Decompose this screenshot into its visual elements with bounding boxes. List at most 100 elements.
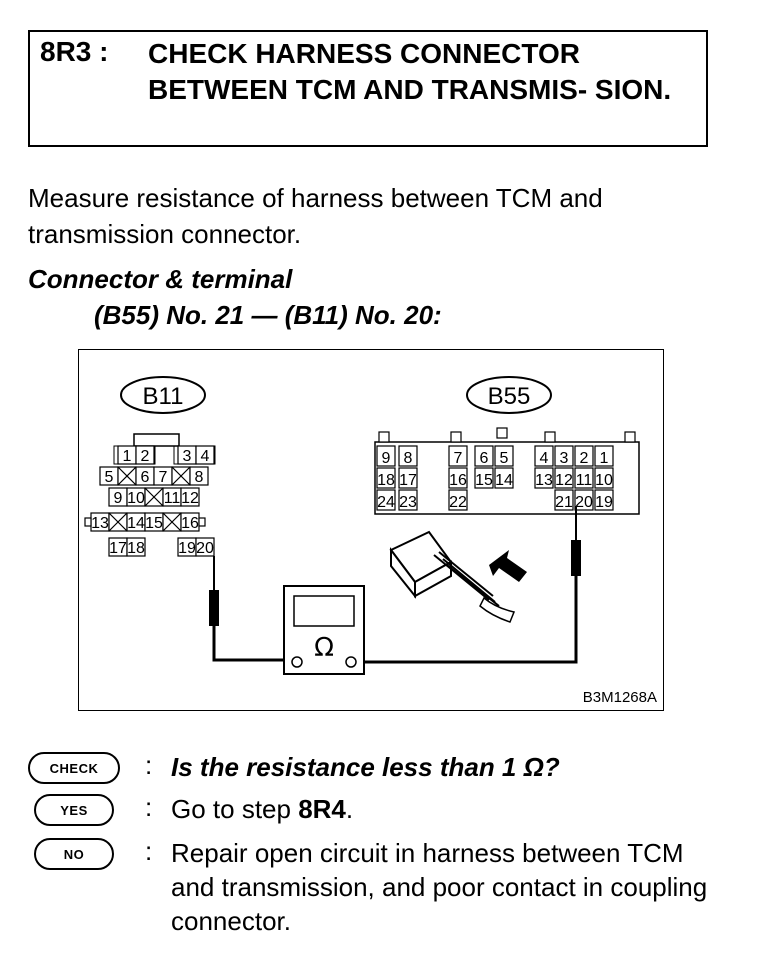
pin-label: 8 [195, 469, 204, 486]
no-badge: NO [34, 838, 114, 870]
b55-pin [376, 467, 396, 489]
b55-pin [376, 445, 396, 467]
pin-label: 7 [454, 450, 463, 467]
pin-label: 11 [164, 490, 181, 507]
b55-pin [474, 445, 494, 467]
b55-tab [450, 431, 462, 443]
pin-label: 11 [576, 472, 593, 489]
pin-label: 18 [377, 472, 395, 489]
pin-label: 19 [595, 494, 613, 511]
b55-pin [448, 489, 468, 511]
b11-pin [126, 537, 146, 557]
yes-text-prefix: Go to step [171, 794, 299, 824]
step-title: CHECK HARNESS CONNECTOR BETWEEN TCM AND … [148, 38, 672, 105]
pin-label: 1 [123, 448, 132, 465]
b55-pin [574, 445, 594, 467]
connector-terminal: (B55) No. 21 — (B11) No. 20: [94, 300, 442, 330]
intro-text: Measure resistance of harness between TC… [28, 183, 603, 249]
b11-pin [195, 537, 215, 557]
pin-label: 24 [377, 494, 395, 511]
b55-pin [534, 467, 554, 489]
yes-colon: : [145, 792, 153, 822]
yes-step-link[interactable]: 8R4 [298, 794, 346, 824]
pin-label: 20 [196, 540, 214, 557]
pin-label: 15 [145, 515, 163, 532]
pin-label: 20 [575, 494, 593, 511]
b55-pin [574, 489, 594, 511]
b55-pin [594, 489, 614, 511]
pin-label: 15 [475, 472, 493, 489]
check-badge: CHECK [28, 752, 120, 784]
b55-pin [474, 467, 494, 489]
pin-label: 8 [404, 450, 413, 467]
b55-pin [594, 467, 614, 489]
b11-pin [135, 445, 155, 465]
check-question: Is the resistance less than 1 Ω? [171, 752, 560, 782]
b55-pin [494, 467, 514, 489]
no-answer: Repair open circuit in harness between T… [171, 838, 708, 936]
pin-label: 4 [540, 450, 549, 467]
pin-label: 5 [105, 469, 114, 486]
pin-label: 22 [449, 494, 467, 511]
b55-pin [554, 445, 574, 467]
pin-label: 2 [580, 450, 589, 467]
pin-label: 14 [495, 472, 513, 489]
yes-answer: Go to step 8R4. [171, 792, 719, 826]
pin-label: 23 [399, 494, 417, 511]
harness-wiring: Ω [209, 506, 581, 675]
meter-display [293, 595, 355, 627]
step-id: 8R3 : [40, 36, 109, 67]
b55-pin [398, 445, 418, 467]
b55-pin [398, 489, 418, 511]
b55-tab [544, 431, 556, 443]
pin-label: 17 [109, 540, 127, 557]
no-colon: : [145, 836, 153, 866]
pin-label: 10 [127, 490, 145, 507]
b11-latch [198, 517, 206, 527]
pin-label: 13 [535, 472, 553, 489]
pin-label: 17 [399, 472, 417, 489]
b11-label-ellipse [120, 376, 206, 414]
pin-label: 19 [178, 540, 196, 557]
b55-pin [534, 445, 554, 467]
b55-pin [448, 445, 468, 467]
b55-label: B55 [488, 383, 531, 410]
pin-label: 3 [183, 448, 192, 465]
yes-text-suffix: . [345, 794, 354, 824]
b11-label: B11 [143, 383, 184, 410]
pin-label: 6 [480, 450, 489, 467]
b55-pin [494, 445, 514, 467]
b55-pin [554, 467, 574, 489]
step-header: 8R3 : CHECK HARNESS CONNECTOR BETWEEN TC… [28, 30, 708, 147]
pin-label: 9 [114, 490, 123, 507]
b55-tab [624, 431, 636, 443]
pin-label: 10 [595, 472, 613, 489]
b11-pin [180, 487, 200, 507]
pin-label: 16 [181, 515, 199, 532]
meter-terminal-left [291, 656, 303, 668]
b55-tab [496, 427, 508, 439]
pin-label: 16 [449, 472, 467, 489]
b55-pin [398, 467, 418, 489]
pin-label: 18 [127, 540, 145, 557]
pin-label: 6 [141, 469, 150, 486]
pin-label: 2 [141, 448, 150, 465]
pin-label: 4 [201, 448, 210, 465]
pin-label: 13 [91, 515, 109, 532]
pin-label: 9 [382, 450, 391, 467]
yes-badge: YES [34, 794, 114, 826]
figure-code: B3M1268A [583, 689, 657, 706]
pin-label: 1 [600, 450, 609, 467]
pin-label: 12 [181, 490, 199, 507]
pin-label: 5 [500, 450, 509, 467]
b55-pin [574, 467, 594, 489]
b11-latch [84, 517, 92, 527]
b55-pin [376, 489, 396, 511]
arrow-icon [489, 550, 527, 582]
pin-label: 12 [555, 472, 573, 489]
b11-pin [189, 466, 209, 486]
pin-label: 3 [560, 450, 569, 467]
